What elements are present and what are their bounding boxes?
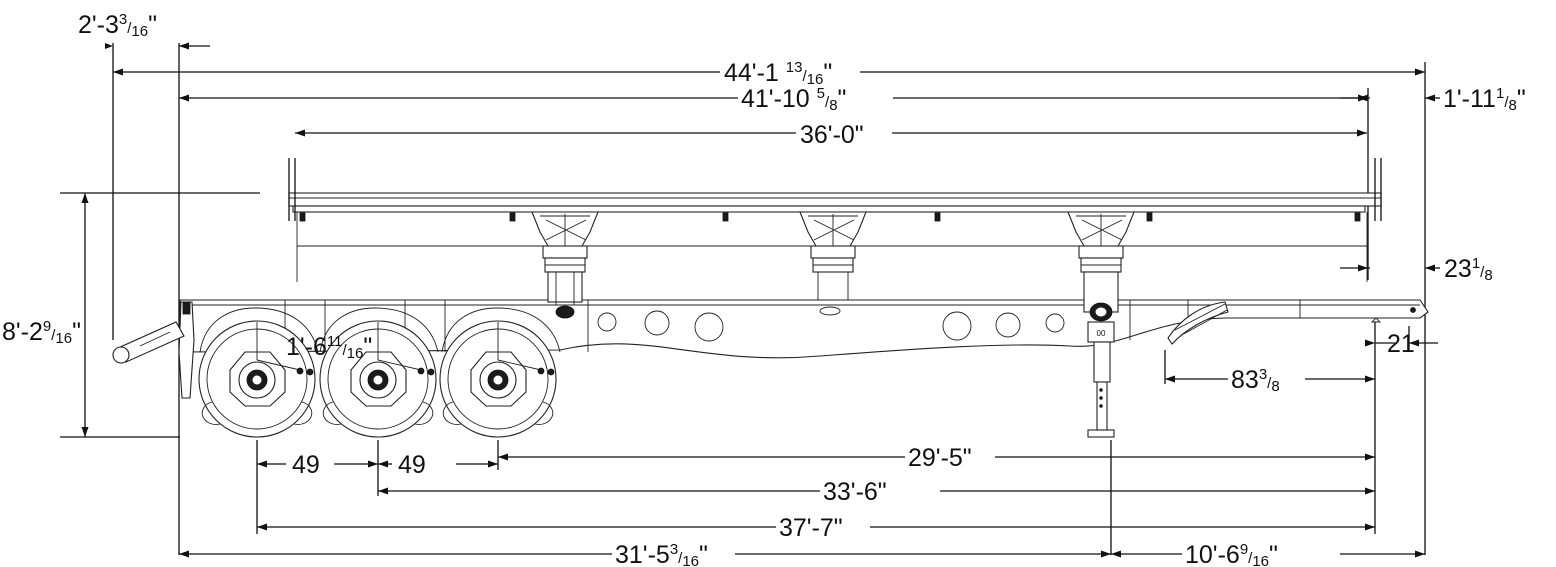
dim-front-overhang-top: 2'-33/16" <box>78 11 157 40</box>
dim-landing-gear-to-front: 10'-69/16" <box>1185 541 1278 567</box>
dim-overall-length: 44'-1 13/16" <box>724 59 832 88</box>
dim-axle2-to-kingpin: 33'-6" <box>823 478 887 506</box>
dim-axle-spread-1: 49 <box>292 451 320 479</box>
dim-rear-bolster-height: 231/8 <box>1444 255 1493 284</box>
wheel-axle-1 <box>198 307 319 438</box>
dim-axle3-to-kingpin: 29'-5" <box>908 444 972 472</box>
dim-gooseneck-length: 833/8 <box>1231 366 1280 395</box>
pedestal-rear: 00 <box>1067 211 1135 343</box>
dim-axle-spread-2: 49 <box>398 451 426 479</box>
dimension-lines <box>84 45 1440 555</box>
dim-tire-diameter: 1'-611/16" <box>286 333 372 362</box>
extension-lines <box>60 43 1426 555</box>
svg-text:00: 00 <box>1097 329 1106 338</box>
twistlock-pedestals: 00 <box>531 211 1135 343</box>
wheel-axle-3 <box>439 307 561 438</box>
dim-kingpin-setback: 21 <box>1387 330 1415 358</box>
pedestal-front <box>531 211 599 319</box>
landing-gear <box>1087 341 1115 438</box>
pedestal-middle <box>799 211 867 300</box>
dimension-arrows <box>81 42 1435 558</box>
dim-container-length: 36'-0" <box>800 121 864 149</box>
wheel-axle-2 <box>319 307 439 438</box>
dim-axle1-to-kingpin: 37'-7" <box>779 514 843 542</box>
rear-bumper <box>112 301 195 399</box>
dimension-labels: 2'-33/16" 44'-1 13/16" 41'-10 5/8" 36'-0… <box>2 11 1526 567</box>
dim-rear-to-landing-gear: 31'-53/16" <box>615 541 708 567</box>
gooseneck-bracket <box>1167 301 1229 345</box>
dim-overall-height: 8'-29/16" <box>2 318 81 347</box>
dim-rear-offset: 1'-111/8" <box>1443 85 1526 114</box>
dim-frame-length: 41'-10 5/8" <box>741 85 846 114</box>
wheel-set <box>198 307 561 438</box>
